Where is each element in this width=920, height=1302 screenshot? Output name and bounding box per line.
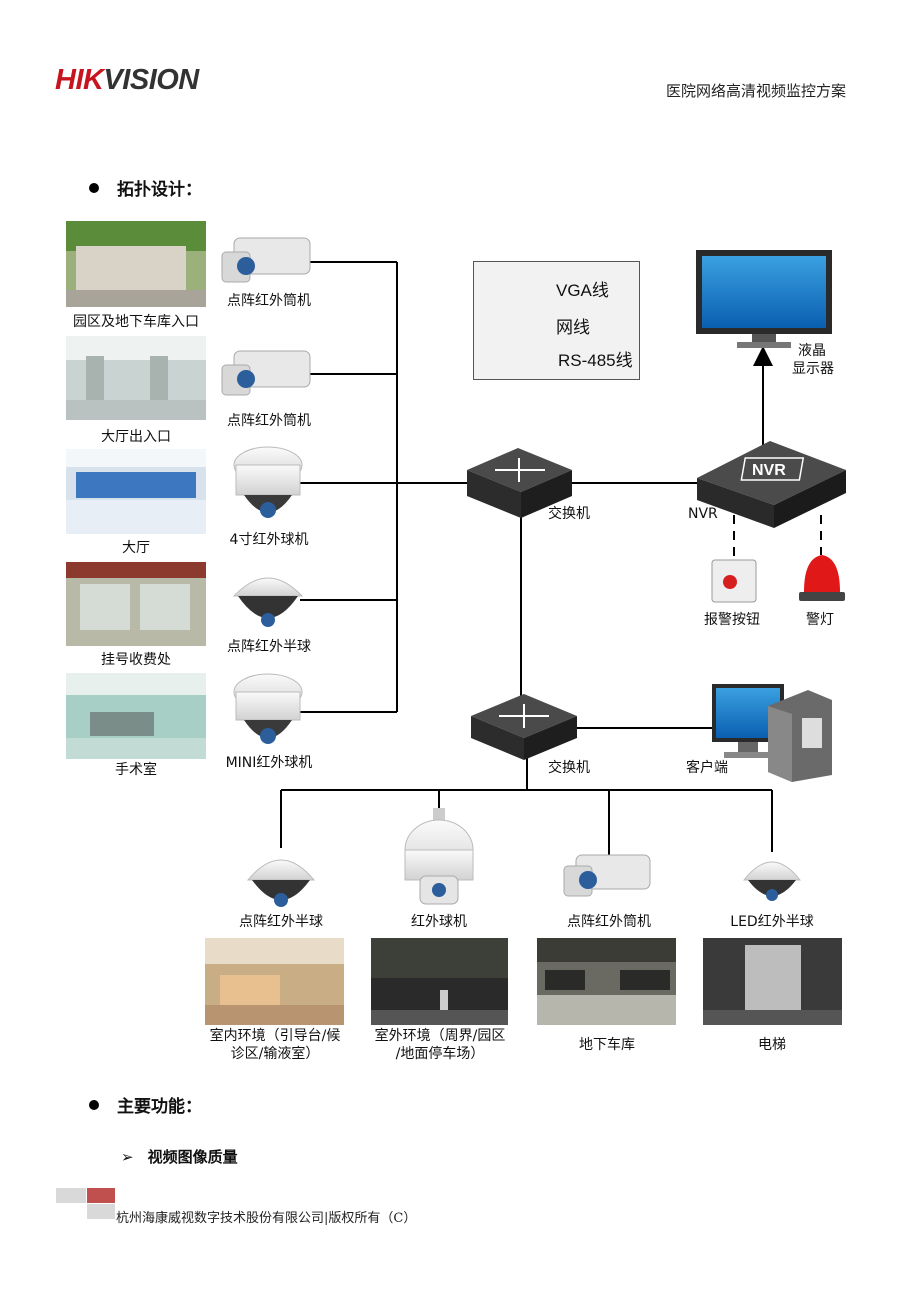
bottom-ir-speed-dome-icon	[404, 808, 474, 905]
photo-lobby-entrance	[66, 336, 206, 420]
switch-2-icon	[471, 694, 577, 760]
photo-label-operating-room: 手术室	[115, 762, 157, 778]
photo-outdoor	[371, 938, 508, 1025]
bottom-photo-label-4: 电梯	[758, 1037, 786, 1053]
bottom-photo-label-2a: 室外环境（周界/园区	[374, 1028, 506, 1044]
speed-dome-4inch-icon	[233, 446, 303, 518]
switch-1-icon	[467, 448, 572, 518]
nvr-badge: NVR	[752, 462, 786, 479]
camera-label-2: 点阵红外筒机	[227, 413, 311, 429]
document-title: 医院网络高清视频监控方案	[665, 82, 846, 100]
alarm-light-label: 警灯	[806, 612, 834, 628]
bottom-camera-label-3: 点阵红外筒机	[567, 914, 651, 930]
camera-label-4: 点阵红外半球	[227, 639, 311, 655]
alarm-button-icon	[711, 559, 757, 603]
footer-gray-block-1	[56, 1188, 86, 1203]
photo-label-registration: 挂号收费处	[101, 652, 171, 668]
photo-label-park-entrance: 园区及地下车库入口	[73, 314, 199, 330]
bottom-photo-label-2b: /地面停车场）	[395, 1046, 485, 1062]
ir-minidome-icon	[232, 577, 304, 627]
bottom-photo-label-3: 地下车库	[579, 1037, 635, 1053]
footer-red-block	[87, 1188, 115, 1203]
subsection-video-quality: ➢视频图像质量	[121, 1148, 238, 1166]
legend-vga-label: VGA线	[556, 281, 609, 300]
mini-speed-dome-icon	[233, 673, 303, 744]
section-topology-heading: 拓扑设计：	[89, 175, 202, 200]
client-label: 客户端	[686, 760, 728, 776]
nvr-icon	[697, 441, 846, 528]
photo-elevator	[703, 938, 842, 1025]
bullet-camera-2-icon	[221, 350, 311, 396]
photo-hall	[66, 449, 206, 534]
monitor-label-line2: 显示器	[792, 361, 834, 377]
alarm-button-label: 报警按钮	[704, 612, 760, 628]
legend-rs485-label: RS-485线	[558, 351, 633, 370]
bottom-camera-label-2: 红外球机	[411, 914, 467, 930]
camera-label-5: MINI红外球机	[225, 755, 313, 771]
footer-copyright: 杭州海康威视数字技术股份有限公司|版权所有（C）	[116, 1211, 417, 1226]
lcd-monitor-icon	[696, 250, 832, 348]
left-camera-bus	[280, 261, 773, 855]
arrow-bullet-icon: ➢	[121, 1148, 134, 1166]
bottom-bullet-camera-icon	[563, 854, 651, 897]
bottom-camera-label-4: LED红外半球	[730, 914, 814, 930]
photo-label-lobby-entrance: 大厅出入口	[101, 429, 171, 445]
switch-2-label: 交换机	[548, 760, 590, 776]
photo-label-hall: 大厅	[122, 540, 150, 556]
photo-indoor	[205, 938, 344, 1025]
bottom-photo-label-1b: 诊区/输液室）	[230, 1046, 320, 1062]
camera-label-3: 4寸红外球机	[229, 532, 309, 548]
photo-operating-room	[66, 673, 206, 759]
client-pc-icon	[712, 684, 832, 782]
bottom-photo-label-1a: 室内环境（引导台/候	[209, 1028, 341, 1044]
bottom-led-minidome-icon	[742, 861, 802, 901]
legend-network-label: 网线	[556, 318, 590, 337]
switch-1-label: 交换机	[548, 506, 590, 522]
nvr-label: NVR	[688, 506, 718, 522]
bottom-camera-label-1: 点阵红外半球	[239, 914, 323, 930]
bullet-camera-1-icon	[221, 237, 311, 283]
monitor-label-line1: 液晶	[798, 343, 826, 359]
footer-gray-block-2	[87, 1204, 115, 1219]
bullet-icon	[89, 1100, 99, 1110]
alarm-light-icon	[799, 555, 845, 601]
photo-parking	[537, 938, 676, 1025]
photo-park-entrance	[66, 221, 206, 307]
hikvision-logo: HIKVISION	[55, 64, 199, 96]
legend-box: VGA线 网线 RS-485线	[473, 261, 640, 380]
camera-label-1: 点阵红外筒机	[227, 293, 311, 309]
photo-registration	[66, 562, 206, 646]
bullet-icon	[89, 183, 99, 193]
section-functions-heading: 主要功能：	[89, 1092, 202, 1117]
bottom-minidome-icon	[246, 859, 316, 907]
